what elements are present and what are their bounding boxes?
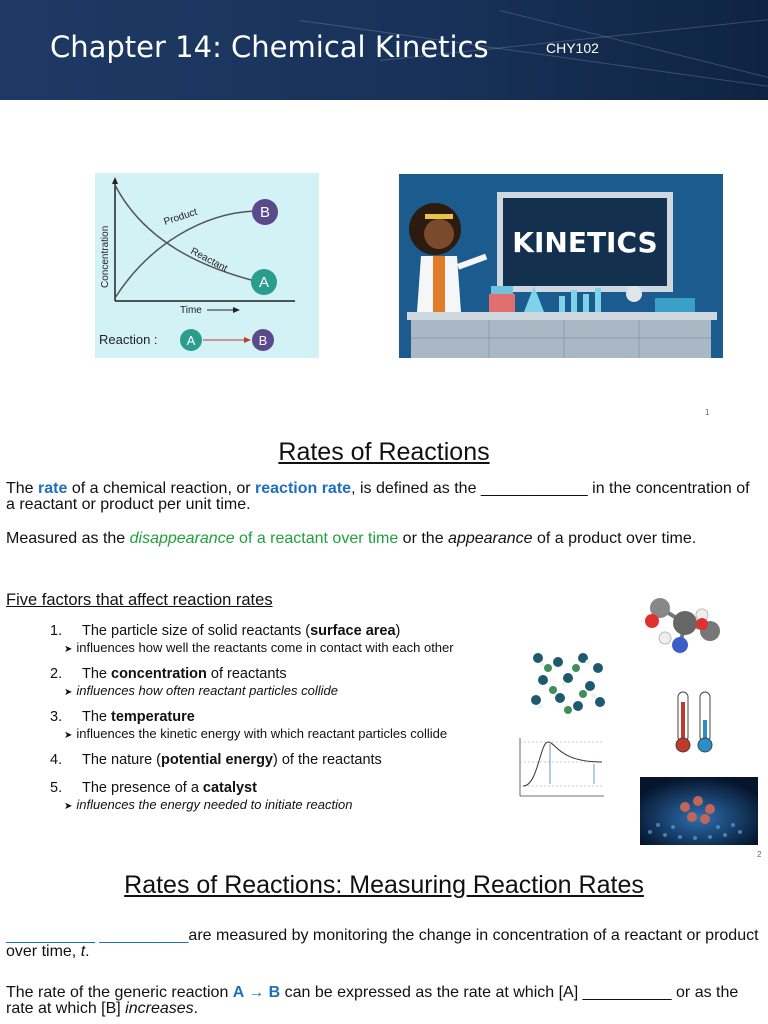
factor-subpoint: ➤influences how often reactant particles… [64,683,338,698]
x-axis-label: Time [180,305,202,316]
arrow-bullet-icon: ➤ [64,801,73,812]
reaction-label: Reaction : [99,332,158,347]
factor-subpoint: ➤influences the kinetic energy with whic… [64,726,448,741]
factor-item: 5.The presence of a catalyst [50,780,257,796]
measured-statement: Measured as the disappearance of a react… [6,530,697,547]
factor-item: 4.The nature (potential energy) of the r… [50,752,382,768]
y-axis-label: Concentration [100,226,111,288]
product-b-marker [252,199,278,225]
disappearance-term: disappearance [129,530,235,547]
catalyst-surface-image [640,777,758,845]
reaction-b-label: B [259,333,268,348]
energy-diagram-image [519,738,604,797]
factor-item: 3.The temperature [50,709,195,725]
rates-heading: Rates of Reactions [278,438,490,466]
graph-b-label: B [260,204,270,221]
factor-item: 2.The concentration of reactants [50,666,287,682]
reaction-a-label: A [187,333,196,348]
reactant-particles-image [531,653,605,714]
generic-reaction-statement: The rate of the generic reaction A → B c… [6,984,739,1017]
generic-reaction: A → B [232,984,281,1001]
molecule-model-image [645,598,720,653]
course-code: CHY102 [546,40,599,56]
graph-a-label: A [259,274,269,291]
board-text: KINETICS [512,226,657,259]
measuring-statement: __________ __________are measured by mon… [6,927,759,960]
arrow-bullet-icon: ➤ [64,730,73,741]
factor-subpoint: ➤influences the energy needed to initiat… [64,797,353,812]
rate-term: rate [38,480,68,497]
reaction-rate-term: reaction rate [255,480,352,497]
kinetics-illustration: KINETICS [399,174,723,358]
factor-item: 1.The particle size of solid reactants (… [50,623,401,639]
factors-title: Five factors that affect reaction rates [6,591,273,609]
rate-definition: The rate of a chemical reaction, or reac… [6,480,750,513]
concentration-time-graph: B A Product Reactant Concentration Time … [95,173,319,358]
measuring-rates-heading: Rates of Reactions: Measuring Reaction R… [124,871,644,899]
reactant-a-marker [251,269,277,295]
slide-title: Chapter 14: Chemical Kinetics [50,30,489,64]
page-number: 2 [757,850,762,859]
arrow-bullet-icon: ➤ [64,687,73,698]
answer-blank: __________ __________ [6,927,189,944]
appearance-term: appearance [448,530,533,547]
page-number: 1 [705,408,710,417]
thermometer-icon [675,691,713,753]
factor-subpoint: ➤influences how well the reactants come … [64,640,454,655]
title-banner [0,0,768,100]
arrow-bullet-icon: ➤ [64,644,73,655]
